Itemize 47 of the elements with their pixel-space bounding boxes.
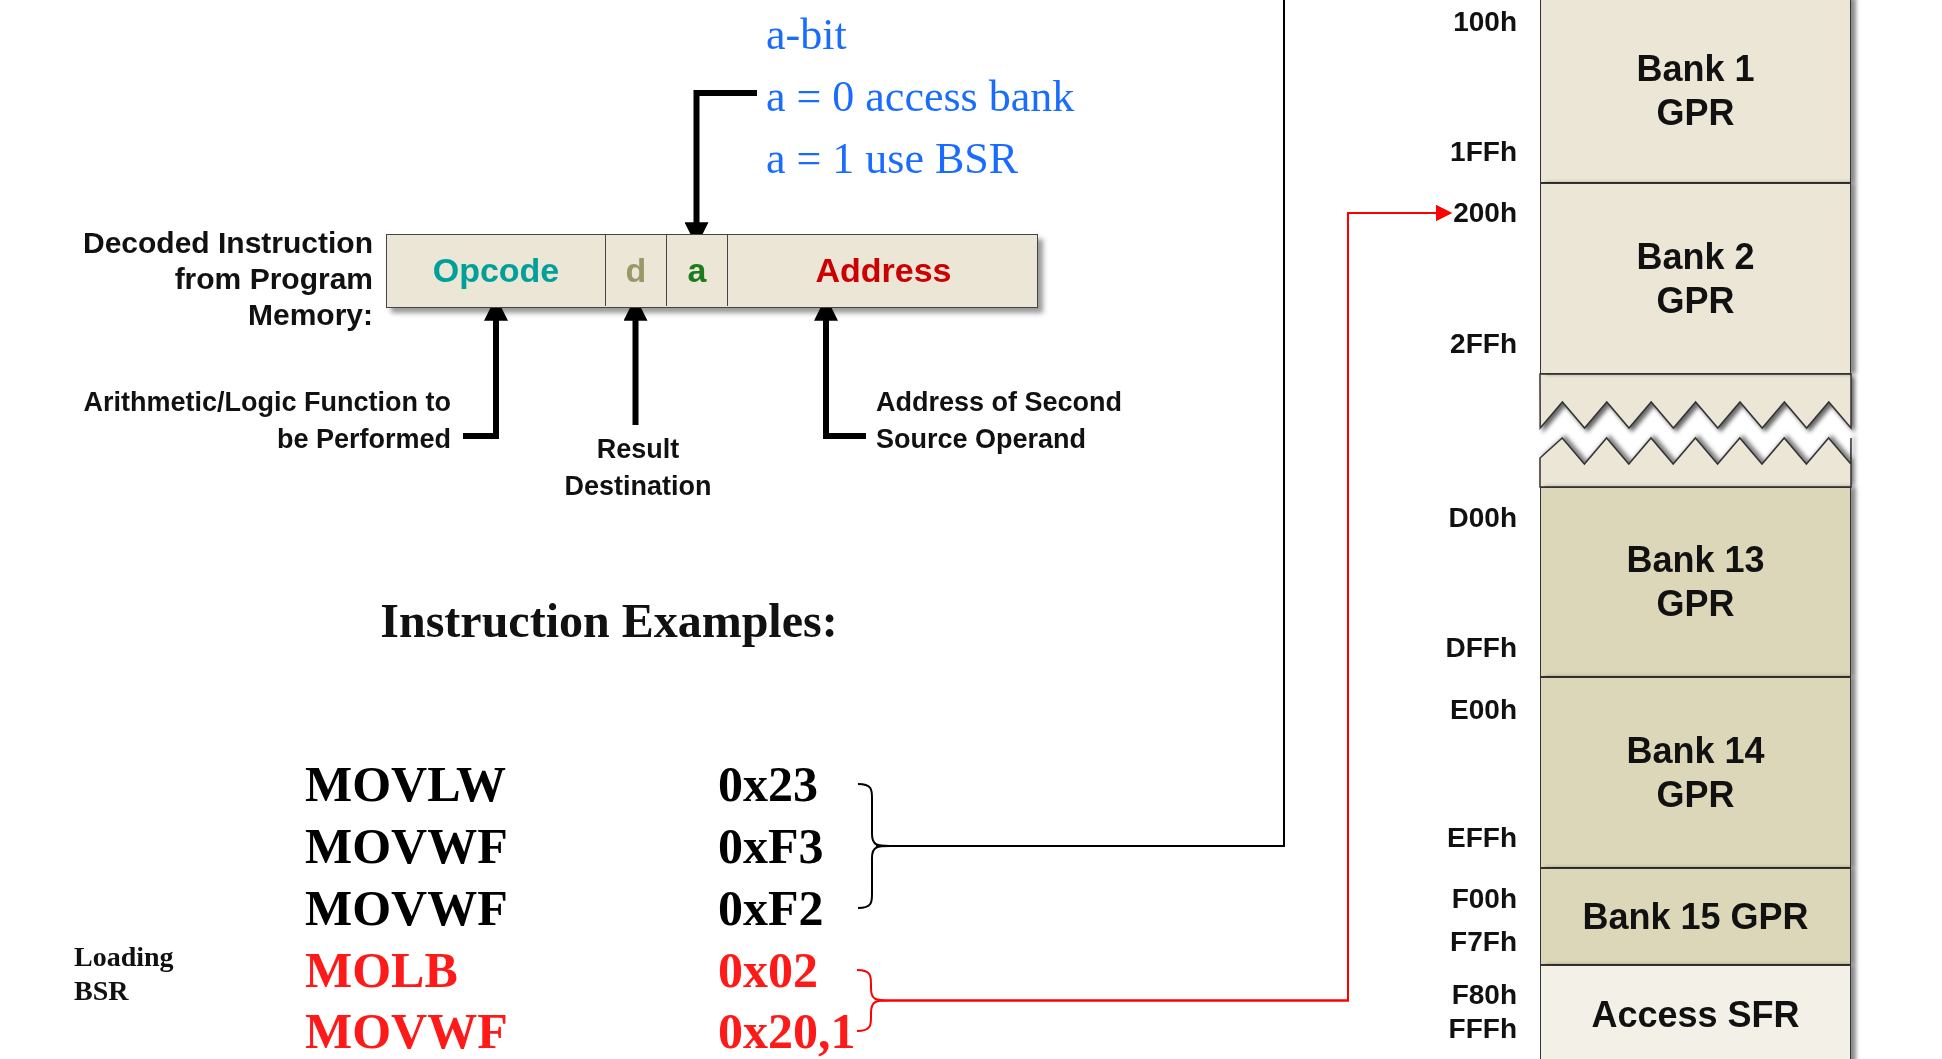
instruction-mnemonic: MOVWF [305, 879, 508, 937]
memory-bank [1540, 487, 1851, 677]
bank-label: Bank 14 GPR [1625, 728, 1766, 817]
field-cell: a [666, 235, 727, 306]
annotation-text: Arithmetic/Logic Function to be Performed [51, 384, 451, 458]
annotation-text: a-bit [766, 9, 847, 61]
address-label: D00h [1448, 501, 1517, 535]
memory-bank [1540, 183, 1851, 374]
address-label: DFFh [1445, 631, 1517, 665]
address-label: E00h [1450, 693, 1517, 727]
instruction-mnemonic: MOLB [305, 941, 458, 999]
operand-value: 0x23 [718, 755, 818, 813]
address-label: 200h [1453, 196, 1517, 230]
note-text: Loading BSR [74, 940, 175, 1008]
memory-bank [1540, 0, 1851, 183]
address-label: F00h [1451, 882, 1517, 916]
instruction-mnemonic: MOVWF [305, 1002, 508, 1059]
bank-label: Bank 2 GPR [1635, 234, 1756, 323]
address-label: 2FFh [1450, 327, 1517, 361]
operand-value: 0x02 [718, 941, 818, 999]
annotation-text: Address of Second Source Operand [876, 384, 1176, 458]
instruction-heading: Decoded Instruction from Program Memory: [81, 225, 373, 333]
operand-value: 0xF2 [718, 879, 824, 937]
annotation-text: a = 1 use BSR [766, 133, 1019, 185]
memory-bank [1540, 965, 1851, 1059]
memory-bank [1540, 677, 1851, 868]
address-label: F7Fh [1450, 925, 1517, 959]
instruction-mnemonic: MOVLW [305, 755, 506, 813]
bank-label: Access SFR [1591, 993, 1800, 1037]
bank-label: Bank 13 GPR [1625, 538, 1766, 626]
operand-value: 0xF3 [718, 817, 824, 875]
field-cell: Address [727, 235, 1039, 306]
address-label: F80h [1451, 978, 1517, 1012]
section-heading: Instruction Examples: [379, 593, 839, 649]
memory-bank [1540, 868, 1851, 965]
bank-label: Bank 15 GPR [1582, 894, 1809, 939]
address-label: 100h [1453, 5, 1517, 39]
instruction-mnemonic: MOVWF [305, 817, 508, 875]
address-label: EFFh [1447, 821, 1517, 855]
annotation-text: Result Destination [548, 431, 728, 505]
field-cell: Opcode [387, 235, 605, 306]
operand-value: 0x20,1 [718, 1002, 856, 1059]
annotation-text: a = 0 access bank [766, 71, 1075, 123]
field-cell: d [605, 235, 666, 306]
address-label: 1FFh [1450, 135, 1517, 169]
address-label: FFFh [1448, 1012, 1517, 1046]
bank-label: Bank 1 GPR [1635, 46, 1756, 135]
